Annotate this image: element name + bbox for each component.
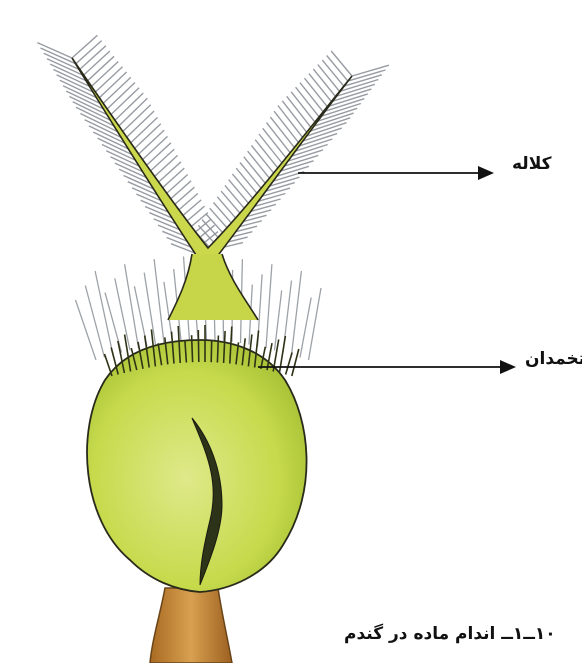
ovary-label: تخمدان [525, 349, 582, 369]
style-neck [168, 254, 258, 320]
pistil-stalk [150, 588, 232, 663]
ovary-pointer [258, 360, 516, 374]
stigma-pointer [298, 166, 494, 180]
figure-caption: ۱۰ــ۱ــ اندام ماده در گندم [344, 624, 556, 644]
stigma-label: کلاله [512, 154, 552, 174]
stigma-arms [72, 58, 352, 263]
ovary-body [87, 340, 307, 592]
